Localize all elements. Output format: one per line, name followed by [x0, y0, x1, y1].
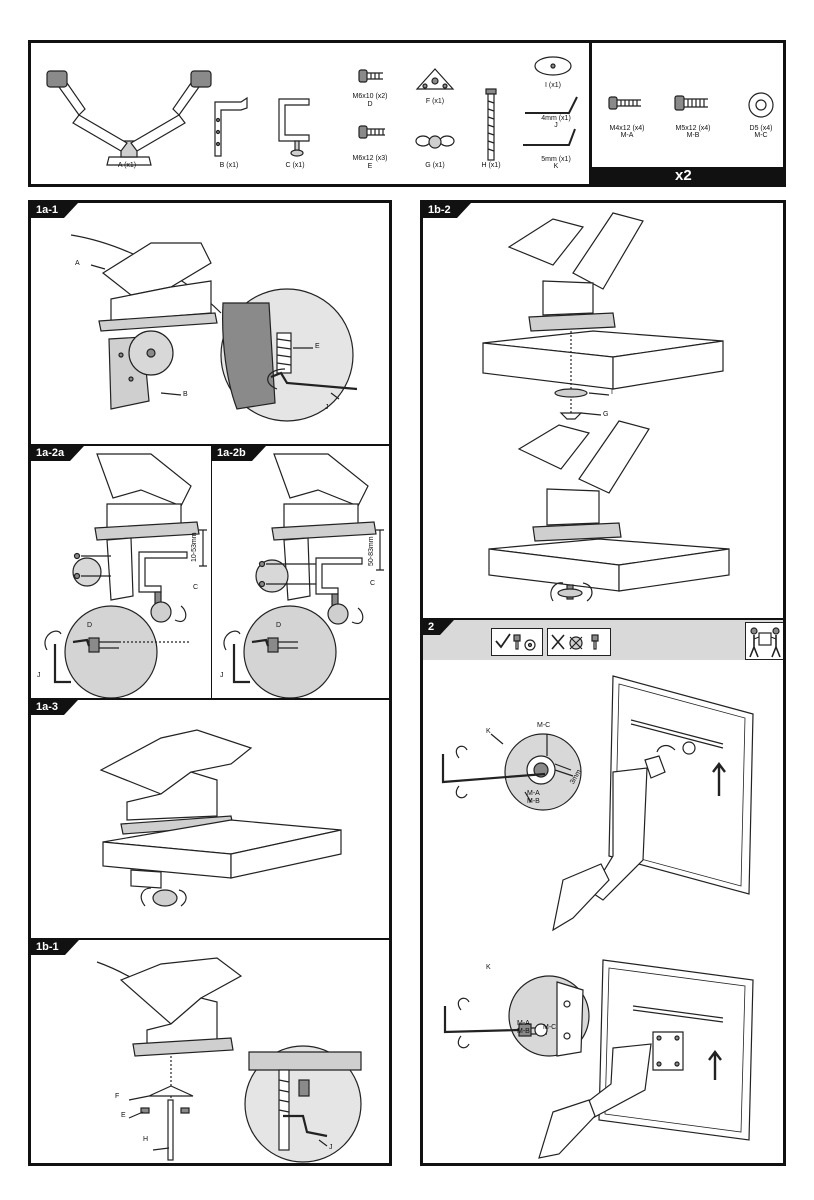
part-e-screw-icon: [358, 125, 385, 139]
wrong-tightening-icon: [547, 628, 611, 656]
part-mc-label: M-C: [754, 132, 768, 139]
step-1a-1-label-j: J: [325, 404, 329, 411]
step-1a-3-tag: 1a-3: [31, 700, 79, 715]
step-2-label-mb: M-B: [527, 798, 540, 805]
multiplier-bar: x2: [589, 167, 783, 184]
step-1a-2a-panel: 1a-2a 10-53mm C D J: [28, 444, 212, 700]
part-j-name: 4mm (x1): [541, 115, 571, 122]
part-mb-name: M5x12 (x4): [675, 125, 711, 132]
two-person-icon: [745, 622, 783, 660]
part-mb-screw-icon: [674, 95, 708, 111]
part-g-wingnut-icon: [415, 135, 455, 149]
part-b-label: B (x1): [219, 162, 239, 169]
step-1a-2b-label-j: J: [220, 672, 224, 679]
step-1b-1-label-j: J: [329, 1144, 333, 1151]
step-2-label-k: K: [486, 728, 491, 735]
step-1b-1-illustration: [96, 957, 362, 1163]
part-mc-washer-icon: [748, 92, 774, 118]
step-2-label-ma-lower: M-A: [517, 1020, 530, 1027]
step-1a-1-illustration: [70, 234, 358, 422]
step-1a-2a-illustration: [44, 453, 207, 698]
step-1b-1-label-h: H: [143, 1136, 149, 1143]
step-1a-1-panel: 1a-1 A E B J: [28, 200, 392, 446]
part-b-bracket-icon: [214, 96, 248, 157]
parts-divider: [589, 43, 592, 184]
step-1b-1-label-f: F: [115, 1093, 120, 1100]
part-d-screw-icon: [358, 69, 383, 83]
part-j-label: J: [554, 122, 558, 129]
part-d-label: D: [367, 101, 373, 108]
step-1a-2a-range: 10-53mm: [191, 532, 198, 562]
step-1b-2-label-g: G: [603, 411, 609, 418]
part-i-pad-icon: [534, 56, 572, 76]
step-1a-2b-label-c: C: [370, 580, 376, 587]
part-c-clamp-icon: [278, 98, 310, 157]
step-1a-2b-range: 50-83mm: [368, 536, 375, 566]
step-1b-2-illustration: [482, 212, 730, 602]
part-f-label: F (x1): [425, 98, 445, 105]
part-k-label: K: [553, 163, 559, 170]
part-ma-screw-icon: [608, 96, 641, 110]
part-e-name: M6x12 (x3): [352, 155, 388, 162]
step-2-label-mc: M-C: [537, 722, 551, 729]
step-2-tag: 2: [423, 620, 455, 635]
step-1a-1-tag: 1a-1: [31, 203, 79, 218]
step-2-label-k-lower: K: [486, 964, 491, 971]
step-2-label-mb-lower: M-B: [517, 1028, 530, 1035]
step-1b-2-panel: 1b-2 I G: [420, 200, 786, 620]
part-mb-label: M-B: [686, 132, 700, 139]
multiplier-label: x2: [675, 167, 692, 184]
step-1a-2b-label-d: D: [276, 622, 282, 629]
step-1a-1-label-b: B: [183, 391, 188, 398]
step-1b-2-label-i: I: [611, 389, 613, 396]
step-1a-2a-label-c: C: [193, 584, 199, 591]
step-1a-3-illustration: [99, 729, 342, 907]
step-1b-1-label-e: E: [121, 1112, 126, 1119]
step-2-label-mc-lower: M-C: [543, 1024, 557, 1031]
step-1a-1-label-a: A: [75, 260, 80, 267]
correct-tightening-icon: [491, 628, 543, 656]
part-mc-name: D5 (x4): [749, 125, 773, 132]
step-1a-1-label-e: E: [315, 343, 320, 350]
step-1a-2a-label-j: J: [37, 672, 41, 679]
part-k-name: 5mm (x1): [541, 156, 571, 163]
part-j-hex-key-icon: [525, 96, 578, 114]
step-1b-1-tag: 1b-1: [31, 940, 79, 955]
step-2-panel: 2: [420, 618, 786, 1166]
part-f-plate-icon: [415, 68, 455, 90]
step-1a-2b-panel: 1a-2b 50-83mm C D J: [211, 444, 392, 700]
step-1a-3-panel: 1a-3: [28, 698, 392, 940]
part-ma-label: M-A: [620, 132, 634, 139]
step-2-illustration: [441, 675, 754, 1159]
part-h-bolt-icon: [485, 88, 497, 161]
step-1a-2a-tag: 1a-2a: [31, 446, 85, 461]
part-c-label: C (x1): [285, 162, 305, 169]
part-d-name: M6x10 (x2): [352, 93, 388, 100]
step-2-label-ma: M-A: [527, 790, 540, 797]
part-ma-name: M4x12 (x4): [609, 125, 645, 132]
step-1b-1-panel: 1b-1 F E H J: [28, 938, 392, 1166]
part-a-arm-illustration: [46, 70, 212, 166]
step-1a-2b-illustration: [223, 453, 384, 698]
parts-list: x2 A (x1) B (x1) C (x1) M6x10 (x2) D M6x…: [28, 40, 786, 187]
step-1b-2-tag: 1b-2: [423, 203, 471, 218]
step-1a-2b-tag: 1a-2b: [212, 446, 266, 461]
part-a-label: A (x1): [117, 162, 137, 169]
part-h-label: H (x1): [481, 162, 501, 169]
part-i-label: I (x1): [545, 82, 561, 89]
part-g-label: G (x1): [425, 162, 445, 169]
part-e-label: E: [367, 163, 373, 170]
part-k-hex-key-icon: [523, 128, 576, 146]
step-1a-2a-label-d: D: [87, 622, 93, 629]
